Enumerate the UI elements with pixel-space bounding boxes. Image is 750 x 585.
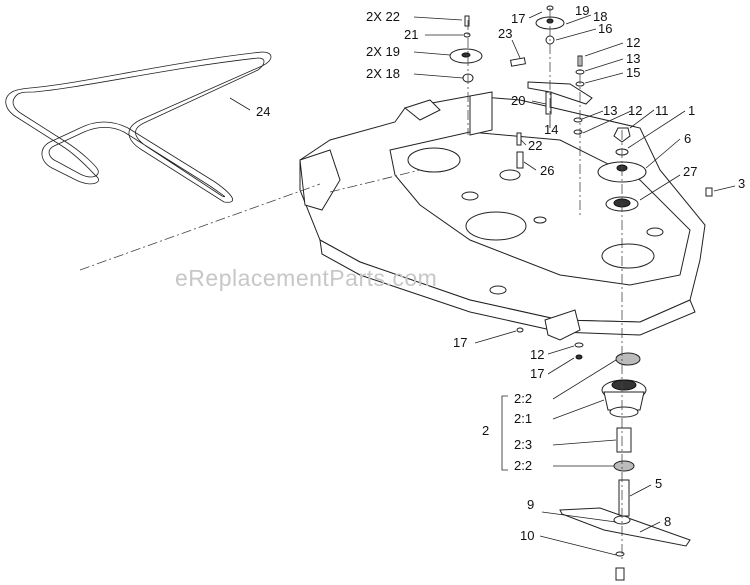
callout-16: 16 [598,21,613,36]
callout-13-mid: 13 [603,103,618,118]
callout-17-top: 17 [511,11,526,26]
callout-2x19: 2X 19 [366,44,400,59]
spindle-assembly [516,327,691,581]
leader-lines [413,11,736,556]
callout-2-2-top: 2:2 [514,391,533,406]
callout-2: 2 [482,423,490,438]
callout-15: 15 [626,65,641,80]
callout-27: 27 [683,164,698,179]
callout-17-mid: 17 [453,335,468,350]
callout-23: 23 [498,26,513,41]
callout-2-3: 2:3 [514,437,533,452]
callout-22: 22 [528,138,543,153]
callout-12-mid: 12 [628,103,643,118]
callout-13-top: 13 [626,51,641,66]
watermark: eReplacementParts.com [175,265,438,291]
callout-6: 6 [684,131,692,146]
callout-12-low: 12 [530,347,545,362]
callout-2x22: 2X 22 [366,9,400,24]
callout-12-top: 12 [626,35,641,50]
callout-18: 18 [593,9,608,24]
callout-17-low: 17 [530,366,545,381]
callout-11: 11 [655,103,669,118]
center-lines [79,8,623,560]
deck-housing [299,91,706,341]
callout-2x18: 2X 18 [366,66,400,81]
callout-26: 26 [540,163,555,178]
callout-21: 21 [404,27,419,42]
callout-1: 1 [688,103,696,118]
callout-5: 5 [655,476,663,491]
pulley-assembly [449,5,713,212]
callout-10: 10 [520,528,535,543]
callout-2-1: 2:1 [514,411,533,426]
callout-2-2-bottom: 2:2 [514,458,533,473]
callout-19: 19 [575,3,590,18]
group-bracket-2 [501,395,508,471]
callout-8: 8 [664,514,672,529]
callout-20: 20 [511,93,526,108]
callout-3: 3 [738,176,746,191]
belt-24 [5,51,272,203]
callout-14: 14 [544,122,559,137]
callout-24: 24 [256,104,271,119]
callout-9: 9 [527,497,535,512]
